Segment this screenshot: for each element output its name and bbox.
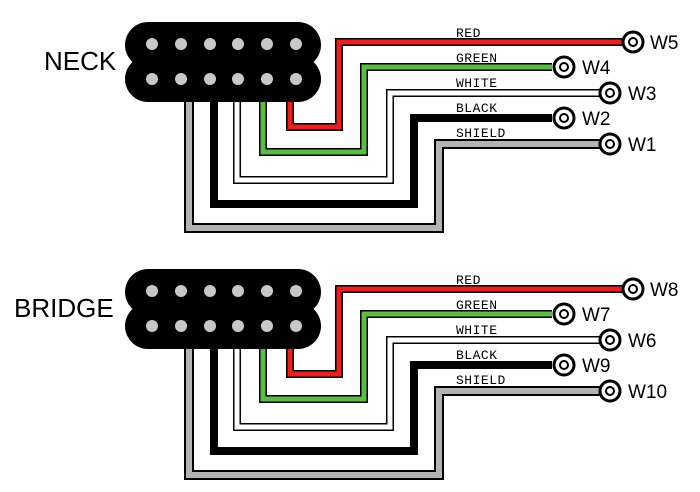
wire-label-shield: SHIELD <box>456 373 506 388</box>
wire-black-bridge <box>210 345 552 455</box>
humbucker-bridge <box>125 269 321 349</box>
terminal-label: W1 <box>628 135 657 156</box>
wire-white-bridge <box>233 336 600 431</box>
wire-shield-bridge <box>184 345 600 480</box>
pole-pieces <box>146 285 302 332</box>
wire-white-neck <box>233 89 600 184</box>
terminal-icon <box>598 81 622 105</box>
terminal-label: W4 <box>582 58 611 79</box>
terminal-label: W10 <box>628 382 667 403</box>
wire-label-black: BLACK <box>456 348 498 363</box>
wire-shield-neck <box>184 98 600 233</box>
terminal-icon <box>598 132 622 156</box>
wire-label-green: GREEN <box>456 298 498 313</box>
pickup-label: BRIDGE <box>14 293 114 323</box>
terminal-icon <box>621 277 645 301</box>
wire-label-black: BLACK <box>456 101 498 116</box>
terminal-label: W7 <box>582 305 611 326</box>
terminal-label: W3 <box>628 84 657 105</box>
wire-label-red: RED <box>456 273 481 288</box>
pickup-bridge: BRIDGE RED GREEN WHITE BLACK SHIELD W8 W… <box>14 269 679 480</box>
wire-label-white: WHITE <box>456 76 498 91</box>
terminal-icon <box>621 30 645 54</box>
terminal-label: W9 <box>582 356 611 377</box>
wire-shield-fill <box>186 98 600 231</box>
wire-black-neck <box>210 98 552 208</box>
wire-label-shield: SHIELD <box>456 126 506 141</box>
terminal-label: W8 <box>650 280 679 301</box>
wire-label-red: RED <box>456 26 481 41</box>
terminal-icon <box>598 379 622 403</box>
wire-green-bridge <box>259 310 552 403</box>
wire-red-bridge <box>286 285 622 378</box>
terminal-icon <box>552 353 576 377</box>
terminal-label: W5 <box>650 33 679 54</box>
terminal-icon <box>552 55 576 79</box>
pickup-neck: NECK RED GREEN WHITE BLACK SHIELD W5 W4 … <box>44 22 679 233</box>
humbucker-neck <box>125 22 321 102</box>
wire-label-white: WHITE <box>456 323 498 338</box>
wire-red-neck <box>286 38 622 131</box>
pickup-label: NECK <box>44 46 117 76</box>
wire-green-neck <box>259 63 552 156</box>
terminal-icon <box>552 302 576 326</box>
terminal-icon <box>598 328 622 352</box>
terminal-icon <box>552 106 576 130</box>
wire-label-green: GREEN <box>456 51 498 66</box>
pole-pieces <box>146 38 302 85</box>
terminal-label: W2 <box>582 109 611 130</box>
terminal-label: W6 <box>628 331 657 352</box>
